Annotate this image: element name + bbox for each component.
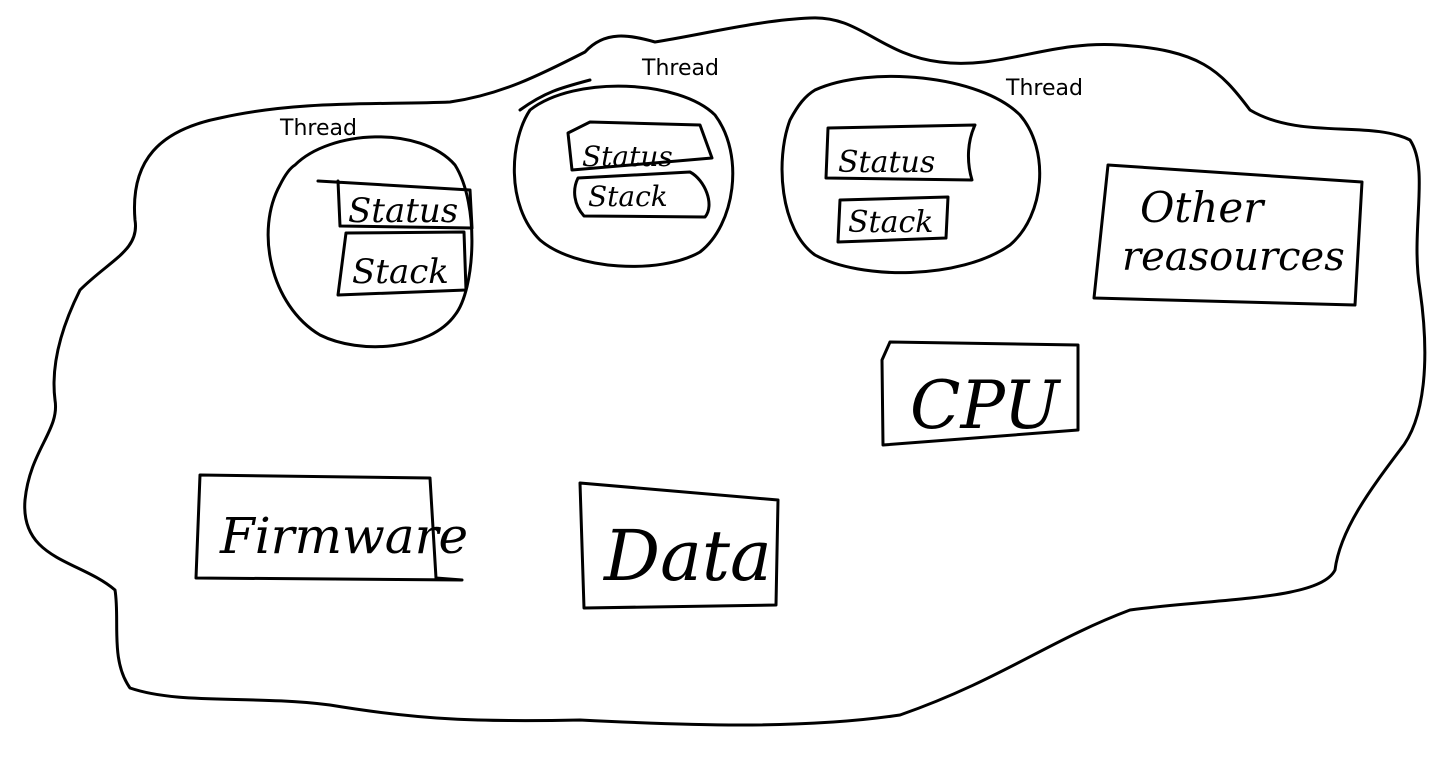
data-box <box>578 481 780 610</box>
thread-2-label: Thread <box>641 56 719 81</box>
thread-1-label: Thread <box>279 116 357 141</box>
thread-1-stack-box <box>336 230 468 297</box>
thread-2: Thread Status Stack <box>512 56 735 268</box>
thread-3-stack: Stack <box>848 205 933 240</box>
thread-2-circle <box>512 84 735 268</box>
other-resources-block: Other reasources <box>1092 163 1364 307</box>
other-resources-box <box>1092 163 1364 307</box>
data-label: Data <box>602 515 772 597</box>
cpu-block: CPU <box>880 340 1080 447</box>
other-resources-line2: reasources <box>1122 234 1345 280</box>
thread-3-circle <box>780 74 1042 275</box>
thread-2-stack: Stack <box>588 180 668 213</box>
firmware-box <box>194 473 464 582</box>
other-resources-line1: Other <box>1140 183 1266 232</box>
thread-1: Thread Status Stack <box>266 116 474 349</box>
firmware-label: Firmware <box>219 507 468 565</box>
data-block: Data <box>578 481 780 610</box>
cpu-label: CPU <box>910 367 1062 444</box>
thread-2-stack-box <box>573 170 711 219</box>
process-boundary-stroke <box>518 78 592 112</box>
thread-2-status: Status <box>582 140 673 173</box>
cpu-box <box>880 340 1080 447</box>
thread-3-status: Status <box>838 145 935 180</box>
thread-3-label: Thread <box>1005 76 1083 101</box>
thread-3: Thread Status Stack <box>780 74 1083 275</box>
firmware-block: Firmware <box>194 473 468 582</box>
thread-3-stack-box <box>836 195 950 244</box>
thread-3-status-box <box>824 123 977 182</box>
thread-1-status-box <box>316 179 474 230</box>
thread-1-circle <box>266 135 474 349</box>
thread-1-status: Status <box>348 191 458 231</box>
thread-1-stack: Stack <box>352 252 449 292</box>
thread-2-status-box <box>566 120 714 172</box>
process-boundary <box>23 16 1427 727</box>
